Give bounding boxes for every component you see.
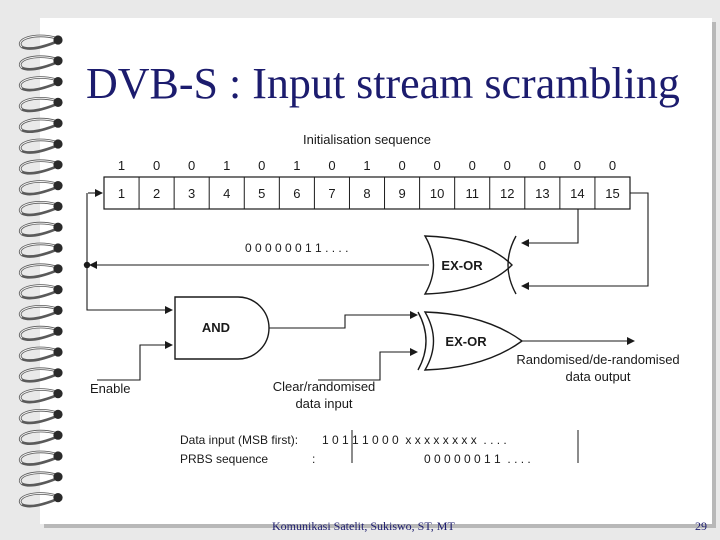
output-label-line1: Randomised/de-randomised [516,352,679,367]
init-bit-12: 0 [504,158,511,173]
binding-ring [18,263,63,279]
register-cell-6: 6 [293,186,300,201]
register-cell-8: 8 [363,186,370,201]
register-cell-5: 5 [258,186,265,201]
binding-ring [18,450,63,466]
prbs-row-label: PRBS sequence [180,452,268,466]
binding-ring [18,492,63,508]
xor-bottom-label: EX-OR [445,334,487,349]
register-cell-14: 14 [570,186,584,201]
register-cell-10: 10 [430,186,444,201]
data-input-label-line2: data input [295,396,352,411]
spiral-binding [18,34,63,508]
binding-ring [18,117,63,133]
register-cell-2: 2 [153,186,160,201]
page-number: 29 [695,519,707,533]
and-label: AND [202,320,230,335]
register-cell-12: 12 [500,186,514,201]
data-input-line [318,348,418,381]
init-bit-7: 0 [328,158,335,173]
xor-gate-bottom-curve [417,311,427,371]
data-input-row-bits: 1 0 1 1 1 0 0 0 x x x x x x x x . . . . [322,433,507,447]
enable-label: Enable [90,381,130,396]
output-label-line2: data output [565,369,630,384]
register-cell-15: 15 [605,186,619,201]
data-input-label-line1: Clear/randomised [273,379,376,394]
tap-14-line [521,209,579,247]
binding-ring [18,159,63,175]
binding-ring [18,242,63,258]
prbs-stream-label: 0 0 0 0 0 0 1 1 . . . . [245,241,348,255]
binding-ring [18,388,63,404]
init-bit-15: 0 [609,158,616,173]
register-cell-11: 11 [465,186,479,201]
init-bits-row: 1 0 0 1 0 1 0 1 0 0 0 0 0 0 0 [118,158,616,173]
binding-ring [18,367,63,383]
init-bit-5: 0 [258,158,265,173]
register-cell-1: 1 [118,186,125,201]
enable-line [97,341,173,381]
init-bit-1: 1 [118,158,125,173]
init-bit-9: 0 [398,158,405,173]
register-cell-7: 7 [328,186,335,201]
register-cell-3: 3 [188,186,195,201]
data-input-row-label: Data input (MSB first): [180,433,298,447]
binding-ring [18,200,63,217]
prbs-row-bits: 0 0 0 0 0 0 1 1 . . . . [424,452,531,466]
binding-ring [18,180,63,196]
binding-ring [18,304,63,321]
binding-ring [18,471,63,487]
init-bit-11: 0 [469,158,476,173]
slide-page [40,18,712,524]
register-cell-9: 9 [398,186,405,201]
slide-title: DVB-S : Input stream scrambling [86,59,680,108]
register-cell-4: 4 [223,186,230,201]
binding-ring [18,408,63,425]
init-bit-6: 1 [293,158,300,173]
tap-15-line [521,192,649,290]
and-output-line [269,311,418,329]
footer-text: Komunikasi Satelit, Sukiswo, ST, MT [272,519,455,533]
binding-ring [18,429,63,445]
init-sequence-label: Initialisation sequence [303,132,431,147]
binding-ring [18,138,63,154]
binding-ring [18,96,63,113]
init-bit-13: 0 [539,158,546,173]
init-bit-2: 0 [153,158,160,173]
init-bit-14: 0 [574,158,581,173]
register-cell-13: 13 [535,186,549,201]
binding-ring [18,325,63,341]
and-gate [174,296,270,360]
init-bit-4: 1 [223,158,230,173]
binding-ring [18,346,63,362]
binding-ring [18,76,63,92]
binding-ring [18,221,63,237]
xor-gate-top [423,235,513,295]
binding-ring [18,55,63,71]
binding-ring [18,34,63,50]
xor-top-label: EX-OR [441,258,483,273]
prbs-row-colon: : [312,452,315,466]
init-bit-8: 1 [363,158,370,173]
xor-gate-top-curve [507,235,517,295]
init-bit-3: 0 [188,158,195,173]
shift-register [103,176,631,210]
init-bit-10: 0 [434,158,441,173]
feedback-to-and-line [86,265,173,314]
xor-gate-bottom [423,311,524,371]
binding-ring [18,284,63,300]
